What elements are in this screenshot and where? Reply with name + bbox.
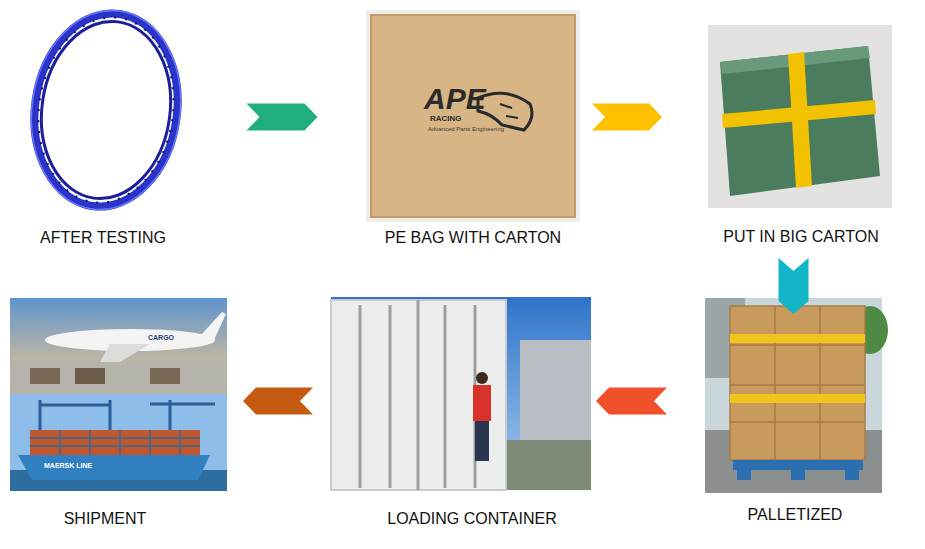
box-stack (730, 306, 865, 460)
logo-text: RACING (430, 115, 462, 124)
chevron-shape (779, 258, 809, 314)
carton (371, 15, 575, 217)
photo-ground (705, 298, 882, 493)
building (520, 340, 591, 440)
photo-ground (708, 25, 892, 208)
chevron-arrow (779, 258, 809, 314)
process-step: AFTER TESTING (10, 8, 196, 250)
pallet-leg (737, 470, 751, 480)
tarmac (10, 360, 227, 394)
pallet-leg (845, 470, 859, 480)
plane-marking: CARGO (148, 334, 174, 342)
chevron-shape (243, 388, 313, 415)
freight (150, 368, 180, 384)
process-step: PUT IN BIG CARTON (708, 18, 894, 250)
plane-tail (200, 312, 226, 340)
photo-ground (366, 10, 580, 222)
worker (475, 421, 489, 461)
pallet (733, 460, 863, 470)
process-step: SHIPMENT (10, 296, 200, 532)
logo-text: APE (424, 82, 486, 115)
chevron-arrow (247, 104, 318, 131)
wheel-rim (19, 1, 193, 220)
process-step: LOADING CONTAINER (336, 296, 608, 532)
tape (730, 394, 865, 403)
spoke-holes (27, 9, 186, 212)
sky (331, 297, 591, 490)
rim-inner (30, 13, 182, 207)
process-step: PALLETIZED (705, 296, 885, 532)
step-caption: AFTER TESTING (10, 228, 196, 248)
box-seams (730, 306, 865, 460)
sky (10, 394, 227, 491)
ship-hull (18, 455, 210, 480)
logo-tagline: Advanced Parts Engineering (428, 126, 504, 133)
chevron-shape (247, 104, 318, 131)
sky (10, 298, 227, 394)
step-caption: SHIPMENT (10, 509, 200, 529)
step-caption: PUT IN BIG CARTON (708, 227, 894, 247)
freight (30, 368, 60, 384)
worker (476, 372, 488, 384)
wrapped-carton (720, 46, 880, 196)
freight (75, 368, 105, 384)
rim-highlight (19, 1, 193, 220)
tape (730, 334, 865, 343)
worker (473, 385, 491, 421)
step-caption: PE BAG WITH CARTON (366, 228, 580, 248)
chevron-shape (596, 388, 667, 415)
plane-wing (100, 344, 150, 362)
locking-bars (360, 300, 475, 490)
chevron-arrow (596, 388, 667, 415)
tiger-logo (478, 93, 532, 130)
pallet-leg (791, 470, 805, 480)
ship-marking: MAERSK LINE (44, 462, 92, 470)
containers (30, 430, 200, 455)
container-rows (30, 430, 200, 455)
chevron-arrow (592, 104, 662, 131)
tiger-logo-stripes (500, 104, 518, 118)
rim-outer (22, 4, 190, 216)
step-caption: LOADING CONTAINER (336, 509, 608, 529)
chevron-shape (592, 104, 662, 131)
tape (722, 100, 876, 128)
chevron-arrow (243, 388, 313, 415)
container (331, 300, 506, 490)
step-caption: PALLETIZED (705, 505, 885, 525)
